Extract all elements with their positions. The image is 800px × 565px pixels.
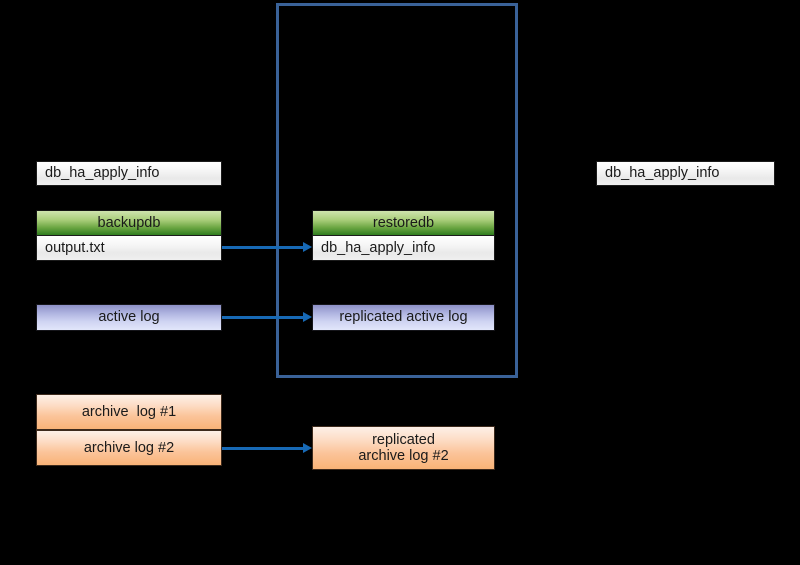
target-table-label: db_ha_apply_info xyxy=(605,165,720,182)
active-log-box[interactable]: active log xyxy=(36,304,222,331)
replicated-archive-log-2-line1: replicated xyxy=(372,431,435,448)
backupdb-header-box[interactable]: backupdb xyxy=(36,210,222,236)
restoredb-table-label: db_ha_apply_info xyxy=(321,239,436,256)
arrow-head-icon xyxy=(303,242,312,252)
arrow-shaft xyxy=(222,246,303,249)
arrow-output-to-restoredb-table xyxy=(222,242,312,252)
archive-log-1-box[interactable]: archive log #1 xyxy=(36,394,222,430)
archive-log-1-label: archive log #1 xyxy=(81,403,177,420)
replication-target-container xyxy=(276,3,518,378)
source-table-box[interactable]: db_ha_apply_info xyxy=(36,161,222,186)
arrow-active-log-to-replicated-active-log xyxy=(222,312,312,322)
active-log-label: active log xyxy=(98,309,160,326)
restoredb-table-box[interactable]: db_ha_apply_info xyxy=(312,235,495,261)
target-table-box[interactable]: db_ha_apply_info xyxy=(596,161,775,186)
backupdb-output-box[interactable]: output.txt xyxy=(36,235,222,261)
restoredb-header-label: restoredb xyxy=(372,214,435,231)
arrow-head-icon xyxy=(303,443,312,453)
replicated-active-log-box[interactable]: replicated active log xyxy=(312,304,495,331)
arrow-shaft xyxy=(222,316,303,319)
restoredb-header-box[interactable]: restoredb xyxy=(312,210,495,236)
replicated-active-log-label: replicated active log xyxy=(339,309,468,326)
replicated-archive-log-2-box[interactable]: replicated archive log #2 xyxy=(312,426,495,470)
arrow-archive-log-2-to-replicated-archive-log-2 xyxy=(222,443,312,453)
arrow-head-icon xyxy=(303,312,312,322)
arrow-shaft xyxy=(222,447,303,450)
backupdb-output-label: output.txt xyxy=(45,239,105,256)
archive-log-2-box[interactable]: archive log #2 xyxy=(36,430,222,466)
archive-log-2-label: archive log #2 xyxy=(83,439,175,456)
source-table-label: db_ha_apply_info xyxy=(45,165,160,182)
backupdb-header-label: backupdb xyxy=(97,214,161,231)
replicated-archive-log-2-line2: archive log #2 xyxy=(358,448,449,464)
